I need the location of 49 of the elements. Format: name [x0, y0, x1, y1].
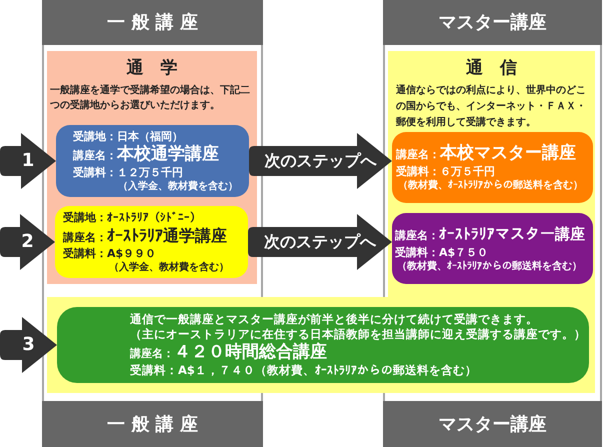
column-footer: マスター講座 [383, 401, 602, 447]
course-panel [388, 51, 595, 297]
course-card [56, 125, 249, 197]
panel-description: 通信ならではの利点により、世界中のどこの国からでも、インターネット・ＦＡＸ・郵便を利用して受講できます。 [394, 84, 587, 130]
course-name: ｵｰｽﾄﾗﾘｱマスター講座 [439, 224, 585, 244]
fee-note: （入学金、教材費を含む） [109, 260, 229, 274]
course-fee: 受講料：A$７５０ [395, 244, 488, 260]
course-description: （主にオーストラリアに在住する日本語教師を担当講師に迎え受講する講座です。） [130, 327, 586, 342]
block-arrow [0, 317, 57, 373]
step-number: 1 [22, 151, 34, 171]
fee-note: （教材費、ｵｰｽﾄﾗﾘｱからの郵送料を含む） [397, 260, 582, 274]
block-arrow [248, 214, 392, 270]
course-fee: 受講料：A$１，７４０（教材費、ｵｰｽﾄﾗﾘｱからの郵送料を含む） [130, 363, 477, 378]
course-name: ４２０時間総合講座 [174, 342, 327, 363]
field-label: 講座名： [63, 230, 107, 244]
field-label: 講座名： [395, 228, 439, 242]
fee-note: （入学金、教材費を含む） [118, 180, 238, 194]
block-arrow [0, 133, 56, 189]
course-fee: 受講料：６万５千円 [396, 164, 495, 178]
edge-label: 次のステップへ [264, 232, 376, 252]
block-arrow [249, 133, 392, 189]
column-footer: 一 般 講 座 [42, 401, 263, 447]
course-detail: 受講地：日本（福岡） [73, 128, 183, 144]
course-card [55, 206, 248, 278]
column-header: マスター講座 [383, 0, 602, 45]
course-card [57, 307, 589, 383]
column-header: 一 般 講 座 [42, 0, 263, 45]
background-band [47, 297, 595, 393]
course-fee: 受講料：１２万５千円 [73, 164, 183, 180]
course-description: 通信で一般講座とマスター講座が前半と後半に分けて続けて受講できます。 [130, 312, 538, 327]
course-panel [47, 51, 257, 284]
panel-description: 一般講座を通学で受講希望の場合は、下記二つの受講地からお選びいただけます。 [49, 83, 251, 113]
step-number: 3 [22, 335, 35, 355]
course-name: 本校通学講座 [117, 144, 219, 164]
step-number: 2 [21, 232, 34, 252]
field-label: 講座名： [73, 148, 117, 162]
field-label: 講座名： [130, 346, 174, 361]
course-fee: 受講料：A$９９０ [63, 246, 156, 260]
course-detail: 受講地：ｵｰｽﾄﾗﾘｱ（ｼﾄﾞﾆｰ） [63, 210, 201, 224]
course-card [392, 213, 593, 284]
course-card [392, 132, 593, 203]
course-name: 本校マスター講座 [440, 142, 576, 164]
panel-heading: 通 学 [126, 57, 178, 79]
block-arrow [0, 214, 55, 270]
panel-heading: 通 信 [466, 57, 517, 79]
fee-note: （教材費、ｵｰｽﾄﾗﾘｱからの郵送料を含む） [398, 178, 583, 192]
edge-label: 次のステップへ [264, 151, 376, 171]
course-name: ｵｰｽﾄﾗﾘｱ通学講座 [107, 224, 227, 246]
field-label: 講座名： [396, 148, 440, 162]
